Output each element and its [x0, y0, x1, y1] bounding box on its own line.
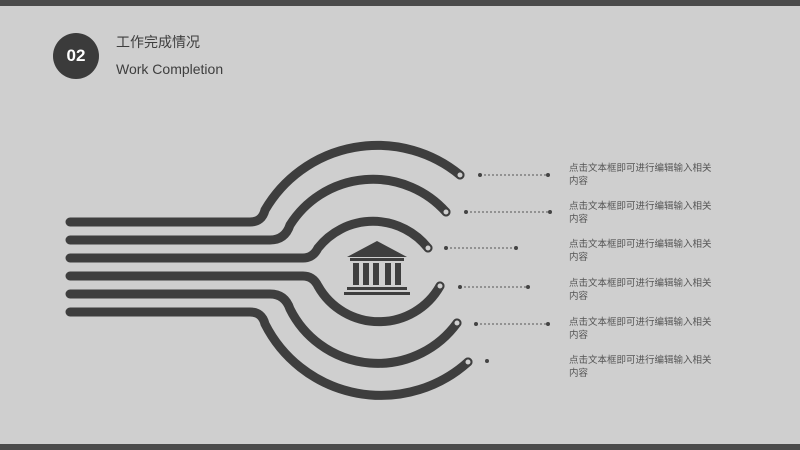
line-end-dot: [441, 207, 451, 217]
line-2: [65, 174, 451, 245]
item-text-4[interactable]: 点击文本框即可进行编辑输入相关内容: [569, 278, 712, 302]
line-end-dot: [455, 170, 465, 180]
section-title-chinese: 工作完成情况: [116, 35, 200, 51]
connector-dot: [546, 173, 550, 177]
line-end-dot: [423, 243, 433, 253]
section-title-english: Work Completion: [116, 61, 224, 77]
connector-dot: [485, 359, 489, 363]
bank-building-icon: [344, 241, 410, 295]
top-border-bar: [0, 0, 800, 6]
connector-dot: [548, 210, 552, 214]
connector-dot: [514, 246, 518, 250]
line-4: [65, 271, 445, 327]
line-end-dot: [463, 357, 473, 367]
item-text-2[interactable]: 点击文本框即可进行编辑输入相关内容: [569, 201, 712, 225]
connector-dot: [458, 285, 462, 289]
line-6: [65, 307, 473, 400]
connector-dot: [526, 285, 530, 289]
item-text-1[interactable]: 点击文本框即可进行编辑输入相关内容: [569, 163, 712, 187]
section-number-badge: 02: [53, 33, 99, 79]
line-5: [65, 289, 462, 368]
line-end-dot: [435, 281, 445, 291]
line-3: [65, 216, 433, 263]
connector-dot: [464, 210, 468, 214]
connector-dot: [546, 322, 550, 326]
bottom-border-bar: [0, 444, 800, 450]
line-1: [65, 140, 465, 227]
item-text-3[interactable]: 点击文本框即可进行编辑输入相关内容: [569, 239, 712, 263]
item-text-5[interactable]: 点击文本框即可进行编辑输入相关内容: [569, 317, 712, 341]
section-number: 02: [66, 46, 86, 65]
item-text-6[interactable]: 点击文本框即可进行编辑输入相关内容: [569, 355, 712, 379]
connector-dot: [444, 246, 448, 250]
line-end-dot: [452, 318, 462, 328]
connector-dot: [478, 173, 482, 177]
connector-dot: [474, 322, 478, 326]
